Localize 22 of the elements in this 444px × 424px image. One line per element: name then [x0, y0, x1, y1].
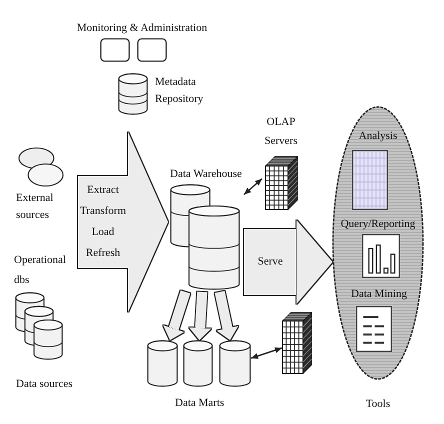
database-cylinder — [183, 340, 213, 387]
block-arrow — [78, 132, 168, 312]
double-headed-arrow — [250, 347, 282, 359]
database-cylinder — [219, 340, 251, 387]
database-cylinder — [147, 340, 178, 387]
node-label: Tools — [364, 397, 392, 412]
block-arrow — [214, 290, 238, 342]
group-label: Data sources — [16, 377, 73, 392]
node-label: Query/Reporting — [340, 217, 416, 232]
node-label: OLAP Servers — [264, 115, 298, 149]
data-cube — [282, 312, 312, 374]
node-label: Data Mining — [350, 287, 408, 302]
block-arrow — [163, 290, 190, 342]
node-label: External sources — [16, 191, 54, 223]
block-arrow — [189, 292, 212, 340]
node-label: Operational dbs — [14, 253, 67, 288]
node-label: Metadata Repository — [155, 75, 204, 107]
double-headed-arrow — [244, 178, 262, 196]
node-label: Data Warehouse — [169, 167, 243, 182]
node-label: Analysis — [358, 129, 398, 144]
group-label: Data Marts — [175, 396, 224, 411]
node-label: Monitoring & Administration — [76, 21, 208, 36]
